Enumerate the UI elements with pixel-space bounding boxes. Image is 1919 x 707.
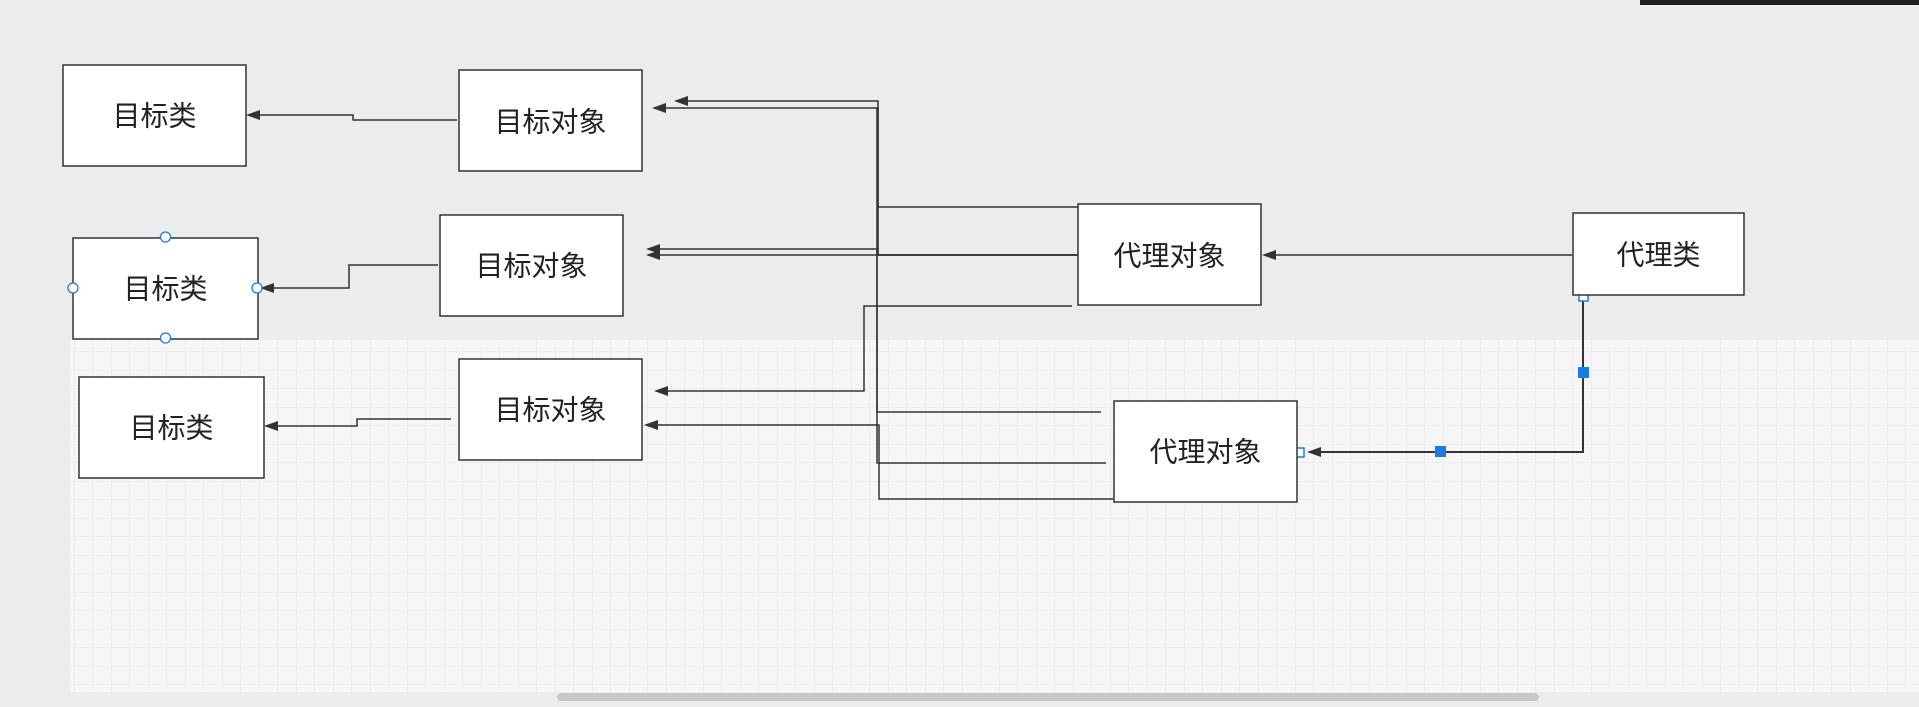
connection-point-handle[interactable] bbox=[251, 282, 263, 294]
connectors bbox=[246, 96, 1572, 500]
target-object-label: 目标对象 bbox=[494, 394, 606, 427]
connector-proxy2-to-target-object-2 bbox=[876, 249, 1106, 464]
target-class-node-selected[interactable]: 目标类 bbox=[67, 231, 263, 344]
connector-midpoint-handle[interactable] bbox=[1578, 367, 1589, 378]
target-class-node[interactable]: 目标类 bbox=[62, 64, 247, 167]
proxy-object-node[interactable]: 代理对象 bbox=[1113, 400, 1298, 503]
proxy-class-node[interactable]: 代理类 bbox=[1572, 212, 1745, 296]
connector-proxy2-to-target-object-3 bbox=[644, 420, 1113, 500]
connection-point-handle[interactable] bbox=[67, 282, 79, 294]
proxy-object-label: 代理对象 bbox=[1149, 436, 1261, 469]
proxy-object-label: 代理对象 bbox=[1113, 240, 1225, 273]
connector-target-object-2-to-class-2 bbox=[260, 264, 438, 293]
connector-proxy1-to-target-object-2a bbox=[646, 244, 1078, 256]
connector-proxy1-to-target-object-1b bbox=[652, 103, 1078, 256]
grid-page bbox=[70, 340, 1919, 692]
target-object-node[interactable]: 目标对象 bbox=[458, 69, 643, 172]
target-object-node[interactable]: 目标对象 bbox=[458, 358, 643, 461]
connector-target-object-1-to-class-1 bbox=[246, 110, 457, 121]
target-class-node[interactable]: 目标类 bbox=[78, 376, 265, 479]
target-object-node[interactable]: 目标对象 bbox=[439, 214, 624, 317]
connector-midpoint-handle[interactable] bbox=[1435, 446, 1446, 457]
connector-target-object-3-to-class-3 bbox=[264, 418, 451, 431]
proxy-object-node[interactable]: 代理对象 bbox=[1077, 203, 1262, 306]
connection-point-handle[interactable] bbox=[159, 231, 172, 243]
proxy-class-label: 代理类 bbox=[1616, 239, 1700, 272]
connection-point-handle[interactable] bbox=[159, 332, 172, 344]
top-toolbar-edge bbox=[1640, 0, 1919, 5]
target-class-label: 目标类 bbox=[112, 100, 196, 133]
target-object-label: 目标对象 bbox=[494, 106, 606, 139]
target-class-label: 目标类 bbox=[129, 412, 213, 445]
target-object-label: 目标对象 bbox=[475, 250, 587, 283]
horizontal-scrollbar[interactable] bbox=[557, 693, 1539, 701]
connector-proxy1-to-target-object-3a bbox=[654, 305, 1072, 396]
target-class-label: 目标类 bbox=[123, 273, 207, 306]
selected-connector-proxy-class-to-proxy-object-2[interactable] bbox=[1294, 291, 1589, 458]
